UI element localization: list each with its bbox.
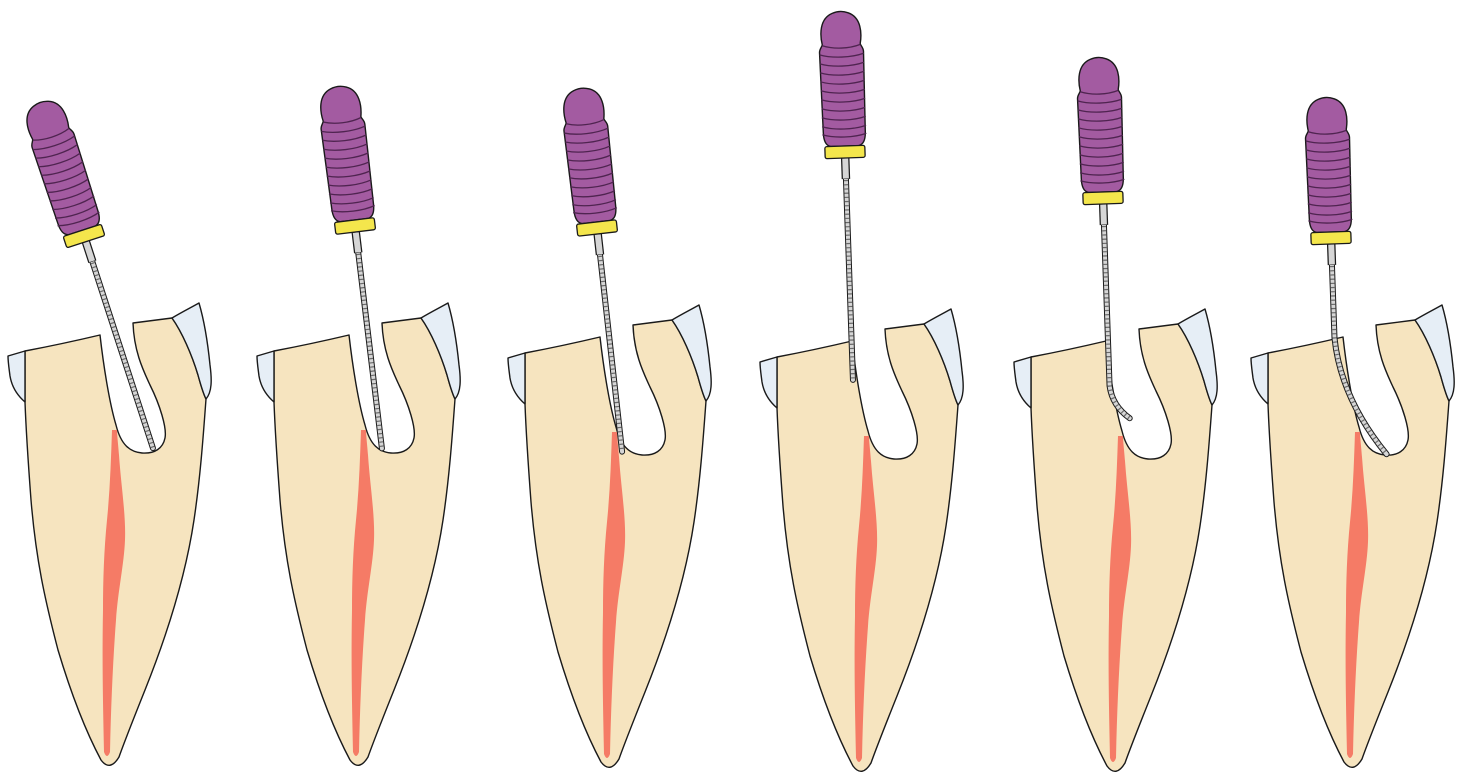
panel-3: [508, 86, 711, 767]
panel-4: [760, 11, 963, 772]
file-shank: [1103, 204, 1104, 224]
file-shank: [1331, 244, 1332, 264]
file-handle: [20, 96, 103, 238]
panel-2: [257, 84, 460, 765]
tooth-icon: [1251, 305, 1454, 767]
endodontic-file-icon: [818, 11, 875, 381]
file-stopper: [825, 145, 865, 158]
file-stopper: [1311, 231, 1351, 244]
tooth-icon: [508, 305, 711, 767]
file-shank: [598, 234, 600, 254]
panel-6: [1251, 96, 1454, 767]
tooth-enamel-left: [257, 351, 274, 402]
tooth-enamel-left: [508, 353, 525, 404]
file-handle: [818, 11, 867, 147]
panel-5: [1014, 57, 1217, 772]
file-stopper: [1083, 191, 1123, 204]
tooth-icon: [257, 303, 460, 765]
tooth-icon: [1014, 309, 1217, 771]
tooth-enamel-left: [1251, 353, 1268, 404]
panel-1: [8, 96, 211, 766]
tooth-enamel-left: [760, 357, 777, 408]
file-handle: [1304, 97, 1353, 233]
tooth-enamel-left: [1014, 357, 1031, 408]
tooth-icon: [8, 303, 211, 765]
file-shank: [356, 232, 358, 252]
tooth-enamel-left: [8, 351, 25, 402]
file-handle: [1076, 57, 1125, 193]
file-shank: [845, 158, 846, 178]
tooth-icon: [760, 309, 963, 771]
